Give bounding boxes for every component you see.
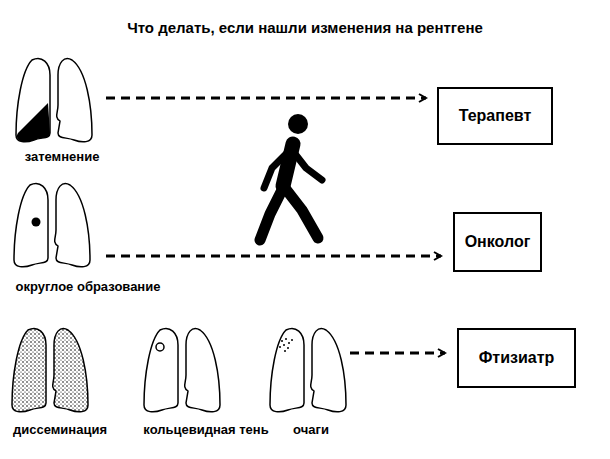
lungs-round-mass (14, 183, 90, 266)
specialist-name: Фтизиатр (479, 349, 555, 367)
finding-label: диссеминация (11, 422, 109, 438)
walking-person (260, 114, 322, 240)
finding-label: очаги (291, 422, 331, 438)
lungs-foci (270, 328, 346, 411)
finding-label: округлое образование (14, 279, 163, 295)
specialist-box: Онколог (453, 212, 542, 272)
lungs-dissemination (12, 328, 88, 411)
specialist-box: Терапевт (437, 87, 553, 145)
specialist-box: Фтизиатр (457, 328, 576, 388)
title: Что делать, если нашли изменения на рент… (125, 19, 485, 37)
finding-label: затемнение (23, 149, 102, 165)
dashed-arrows (106, 98, 445, 353)
finding-label: кольцевидная тень (141, 422, 270, 438)
specialist-name: Терапевт (459, 107, 532, 125)
specialist-name: Онколог (465, 233, 531, 251)
lungs-ring-shadow (144, 328, 220, 411)
lungs-darkening (16, 58, 92, 141)
